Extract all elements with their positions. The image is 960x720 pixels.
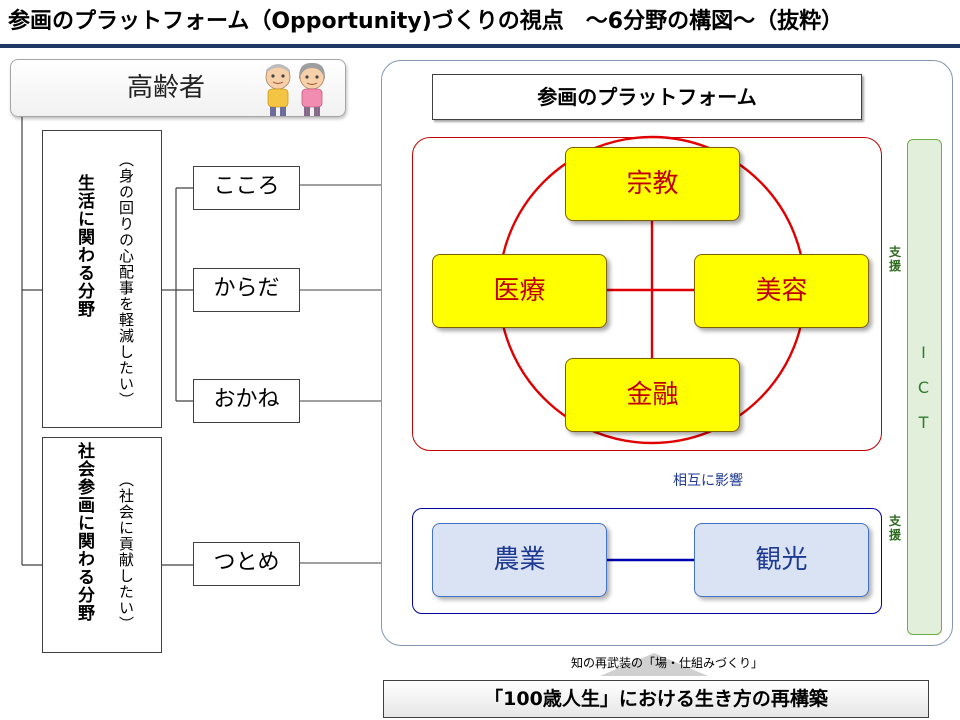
- domain-finance: 金融: [565, 358, 740, 432]
- social-field-title: 社会参画に関わる分野: [74, 442, 94, 622]
- life-field-title: 生活に関わる分野: [74, 174, 94, 318]
- social-field-subtitle: （社会に貢献したい）: [117, 472, 135, 632]
- ict-bar: [907, 139, 942, 635]
- rebuild-caption: 知の再武装の「場・仕組みづくり」: [570, 656, 763, 670]
- domain-religion: 宗教: [565, 147, 740, 221]
- keyword-kokoro: こころ: [193, 166, 300, 210]
- life-field-subtitle: （身の回りの心配事を軽減したい）: [117, 152, 135, 408]
- support-label-life: 支援: [888, 245, 901, 273]
- ict-letter-t: T: [918, 413, 929, 432]
- domain-agriculture: 農業: [432, 523, 607, 597]
- ict-letter-i: I: [921, 343, 926, 362]
- keyword-karada: からだ: [193, 268, 300, 312]
- social-field-box: [42, 437, 162, 653]
- platform-title: 参画のプラットフォーム: [432, 74, 862, 120]
- title-rule: [0, 44, 960, 48]
- domain-medical: 医療: [432, 254, 607, 328]
- elder-box: [10, 59, 346, 117]
- ict-letter-c: C: [917, 378, 930, 397]
- life-field-box: [42, 130, 162, 428]
- support-label-social: 支援: [888, 514, 901, 542]
- keyword-okane: おかね: [193, 379, 300, 423]
- bottom-banner: 「100歳人生」における生き方の再構築: [383, 680, 929, 718]
- keyword-tsutome: つとめ: [193, 542, 300, 586]
- domain-beauty: 美容: [694, 254, 869, 328]
- mutual-influence-label: 相互に影響: [673, 473, 743, 489]
- domain-tourism: 観光: [694, 523, 869, 597]
- slide-title: 参画のプラットフォーム（Opportunity)づくりの視点 ～6分野の構図～（…: [8, 9, 844, 34]
- elderly-couple-icon: [265, 62, 326, 116]
- elder-label: 高齢者: [126, 73, 205, 103]
